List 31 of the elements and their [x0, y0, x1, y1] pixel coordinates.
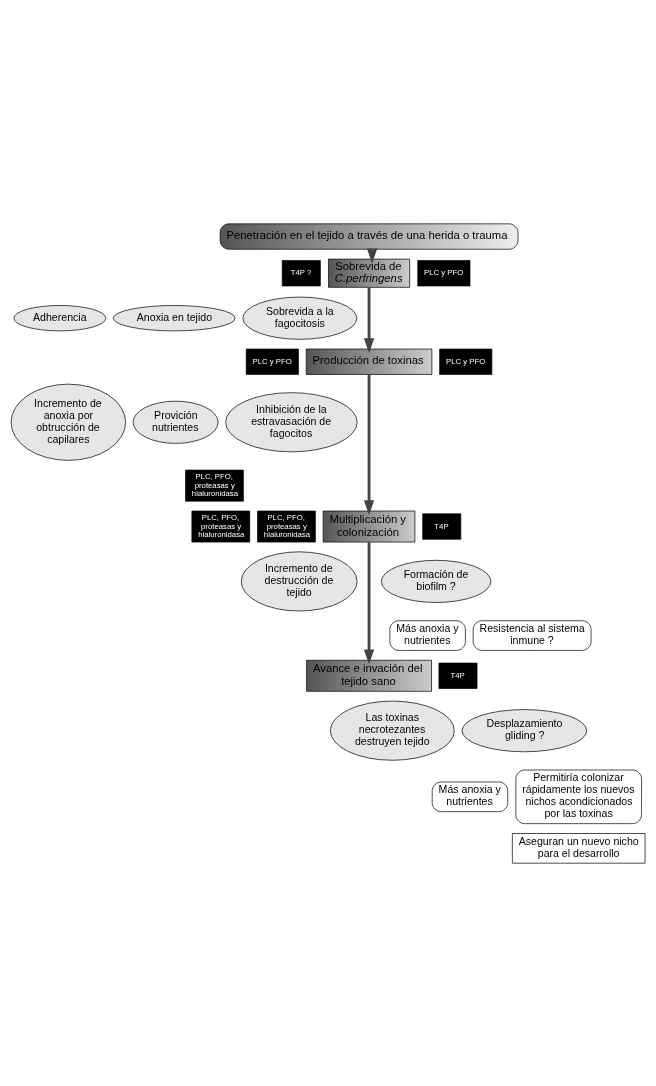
node-box: Más anoxia y nutrientes — [389, 619, 466, 651]
node-box: Resistencia al sistema inmune ? — [472, 619, 592, 651]
node-ellipse: Inhibición de la estravasación de fagocitos — [225, 391, 358, 452]
node-box: T4P — [422, 513, 462, 540]
node-box: PLC, PFO, proteasas y hialuronidasa — [191, 510, 251, 542]
node-ellipse: Desplazamiento gliding ? — [461, 708, 587, 752]
node-box: Producción de toxinas — [305, 348, 433, 375]
node-box: Avance e invación del tejido sano — [306, 659, 432, 692]
arrow — [363, 373, 375, 515]
node-box: PLC, PFO, proteasas y hialuronidasa — [185, 469, 244, 501]
node-box: Permitiría colonizar rápidamente los nuevos nichos acondicionados por las toxinas — [515, 769, 642, 824]
node-box: T4P — [438, 662, 478, 689]
node-ellipse: Las toxinas necrotezantes destruyen tejido — [329, 700, 455, 761]
node-ellipse: Incremento de anoxia por obtrucción de capilares — [10, 383, 126, 461]
node-box: PLC y PFO — [245, 348, 299, 375]
node-box: Más anoxia y nutrientes — [431, 781, 509, 812]
node-box: PLC, PFO, proteasas y hialuronidasa — [257, 510, 316, 542]
arrow — [363, 286, 375, 353]
node-box: Aseguran un nuevo nicho para el desarrollo — [512, 832, 646, 864]
node-ellipse: Formación de biofilm ? — [381, 559, 492, 603]
node-box: Multiplicación y colonización — [322, 510, 416, 542]
node-box: PLC y PFO — [417, 259, 471, 286]
node-ellipse: Sobrevida a la fagocitosis — [242, 296, 358, 340]
node-box: PLC y PFO — [439, 348, 493, 375]
node-box: Sobrevida de C.perfringens — [328, 258, 410, 288]
node-box: T4P ? — [281, 259, 321, 286]
node-ellipse: Provición nutrientes — [132, 400, 219, 444]
arrow — [363, 541, 375, 664]
node-ellipse: Incremento de destrucción de tejido — [240, 550, 358, 611]
node-ellipse: Adherencia — [13, 304, 107, 331]
node-ellipse: Anoxia en tejido — [112, 304, 236, 331]
